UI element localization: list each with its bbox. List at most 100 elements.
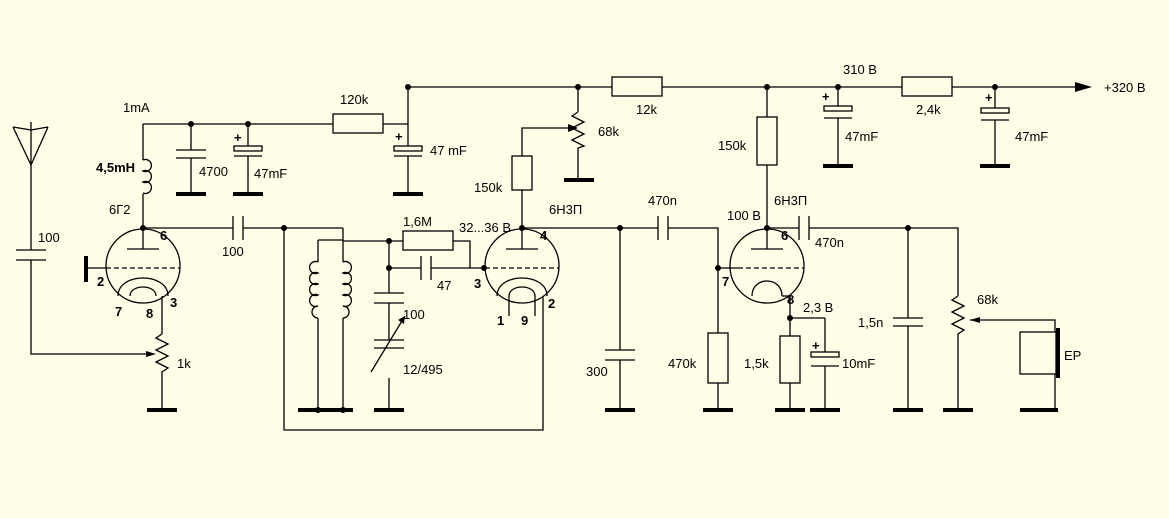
capacitor-ant [16, 249, 46, 261]
capacitor-470n-b [798, 216, 810, 240]
pin-label: 6 [160, 228, 167, 243]
c100-coupling-label: 100 [222, 244, 244, 259]
capacitor-1-5n [893, 317, 923, 327]
c47mf-b-label: 47 mF [430, 143, 467, 158]
tube-v2 [484, 228, 560, 316]
wiring [30, 82, 1092, 431]
grid-voltage-label: 32...36 В [459, 220, 511, 235]
tank-wire-a [283, 228, 544, 431]
pin-label: 4 [540, 228, 548, 243]
pin-label: 6 [781, 228, 788, 243]
r120k-label: 120k [340, 92, 369, 107]
pot68k-a-label: 68k [598, 124, 619, 139]
pin-label: 9 [521, 313, 528, 328]
capacitor-10mf: + [810, 338, 840, 367]
ground-symbols [84, 164, 1058, 412]
c470n-a-label: 470n [648, 193, 677, 208]
resistor-12k [611, 76, 663, 97]
svg-text:+: + [985, 90, 993, 105]
c300-label: 300 [586, 364, 608, 379]
ep-label: EP [1064, 348, 1081, 363]
tank-link [317, 240, 344, 409]
capacitor-300 [605, 349, 635, 361]
r1-5k-label: 1,5k [744, 356, 769, 371]
tank-secondary-top [343, 240, 484, 269]
pin-label: 8 [787, 292, 794, 307]
v2-out [522, 227, 719, 268]
pin-label: 2 [548, 296, 555, 311]
anode-v3-label: 100 В [727, 208, 761, 223]
r150k-a-label: 150k [474, 180, 503, 195]
inductor-label: 4,5mH [96, 160, 135, 175]
pin-label: 2 [97, 274, 104, 289]
c47mf-d-label: 47mF [1015, 129, 1048, 144]
resistor-470k [707, 332, 729, 384]
c10mf-label: 10mF [842, 356, 875, 371]
pin-label: 8 [146, 306, 153, 321]
inductor-plate [141, 158, 153, 195]
antenna-lead [30, 130, 152, 355]
resistor-2-4k [901, 76, 953, 97]
r2-4k-label: 2,4k [916, 102, 941, 117]
pin-label: 1 [497, 313, 504, 328]
c47-label: 47 [437, 278, 451, 293]
variable-capacitor [370, 315, 406, 373]
c100-tank-label: 100 [403, 307, 425, 322]
capacitor-4700 [176, 149, 206, 159]
v2-plate-lead [521, 127, 568, 228]
capacitor-47mf-a: + [233, 130, 263, 157]
potentiometer-68k-a [568, 111, 586, 149]
tank-primary [318, 228, 344, 241]
v1-plate-lead [142, 124, 343, 229]
c47mf-a-label: 47mF [254, 166, 287, 181]
svg-text:+: + [812, 338, 820, 353]
supply-arrow [1075, 82, 1092, 92]
v2-type-label: 6Н3П [549, 202, 582, 217]
rf-transformer [308, 260, 353, 319]
svg-text:+: + [234, 130, 242, 145]
earphone [1019, 328, 1060, 378]
capacitor-470n-a [657, 216, 669, 240]
c1-5n-label: 1,5n [858, 315, 883, 330]
svg-text:+: + [395, 129, 403, 144]
c47mf-c-label: 47mF [845, 129, 878, 144]
r150k-b-label: 150k [718, 138, 747, 153]
pin-label: 3 [170, 295, 177, 310]
supply-320-label: +320 В [1104, 80, 1146, 95]
pot68k-b-label: 68k [977, 292, 998, 307]
capacitor-100-coupling [232, 216, 244, 240]
v3-output [767, 227, 959, 409]
capacitor-47mf-d: + [980, 90, 1010, 121]
r470k-label: 470k [668, 356, 697, 371]
capacitor-100-tank [374, 292, 404, 304]
capacitor-47mf-b: + [393, 129, 423, 157]
svg-text:+: + [822, 89, 830, 104]
pin-label: 7 [722, 274, 729, 289]
potentiometer-1k [146, 333, 170, 376]
c-ant-label: 100 [38, 230, 60, 245]
current-label: 1mA [123, 100, 150, 115]
v3-type-label: 6Н3П [774, 193, 807, 208]
resistor-150k-a [511, 155, 533, 191]
pin-label: 7 [115, 304, 122, 319]
capacitor-47mf-c: + [822, 89, 853, 119]
pot-1k-label: 1k [177, 356, 191, 371]
supply-310-label: 310 В [843, 62, 877, 77]
resistor-1-5k [779, 335, 801, 384]
resistor-1-6m [402, 230, 454, 251]
cathode-v3-label: 2,3 В [803, 300, 833, 315]
resistor-150k-b [756, 116, 778, 166]
resistor-120k [332, 113, 384, 134]
antenna-symbol [12, 122, 49, 166]
c470n-b-label: 470n [815, 235, 844, 250]
junction-dots [140, 84, 998, 413]
v1-type-label: 6Г2 [109, 202, 131, 217]
r12k-label: 12k [636, 102, 657, 117]
capacitor-47 [420, 256, 432, 280]
cvar-label: 12/495 [403, 362, 443, 377]
c4700-label: 4700 [199, 164, 228, 179]
potentiometer-68k-b [950, 295, 980, 343]
pin-label: 3 [474, 276, 481, 291]
